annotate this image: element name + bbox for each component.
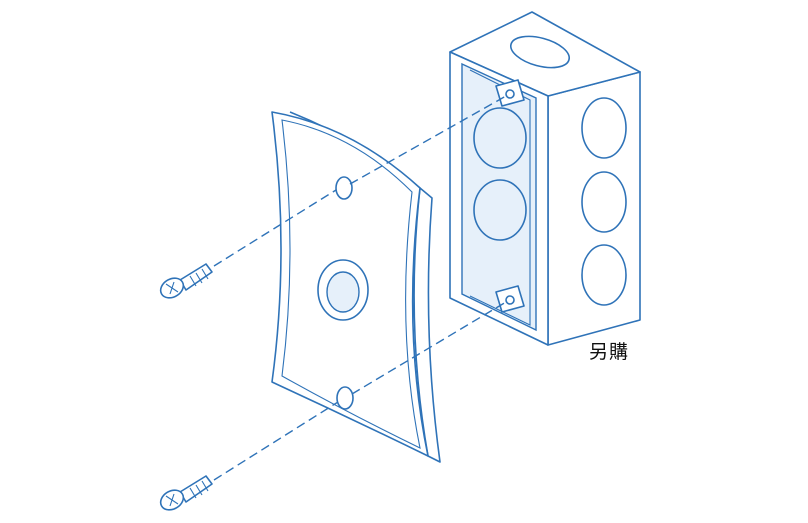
screw-top: [159, 263, 213, 299]
wall-plate: [271, 111, 441, 463]
screw-bottom: [159, 475, 213, 511]
caption-label: 另購: [589, 341, 630, 363]
alignment-lines: [213, 95, 507, 481]
junction-box: [449, 11, 641, 346]
